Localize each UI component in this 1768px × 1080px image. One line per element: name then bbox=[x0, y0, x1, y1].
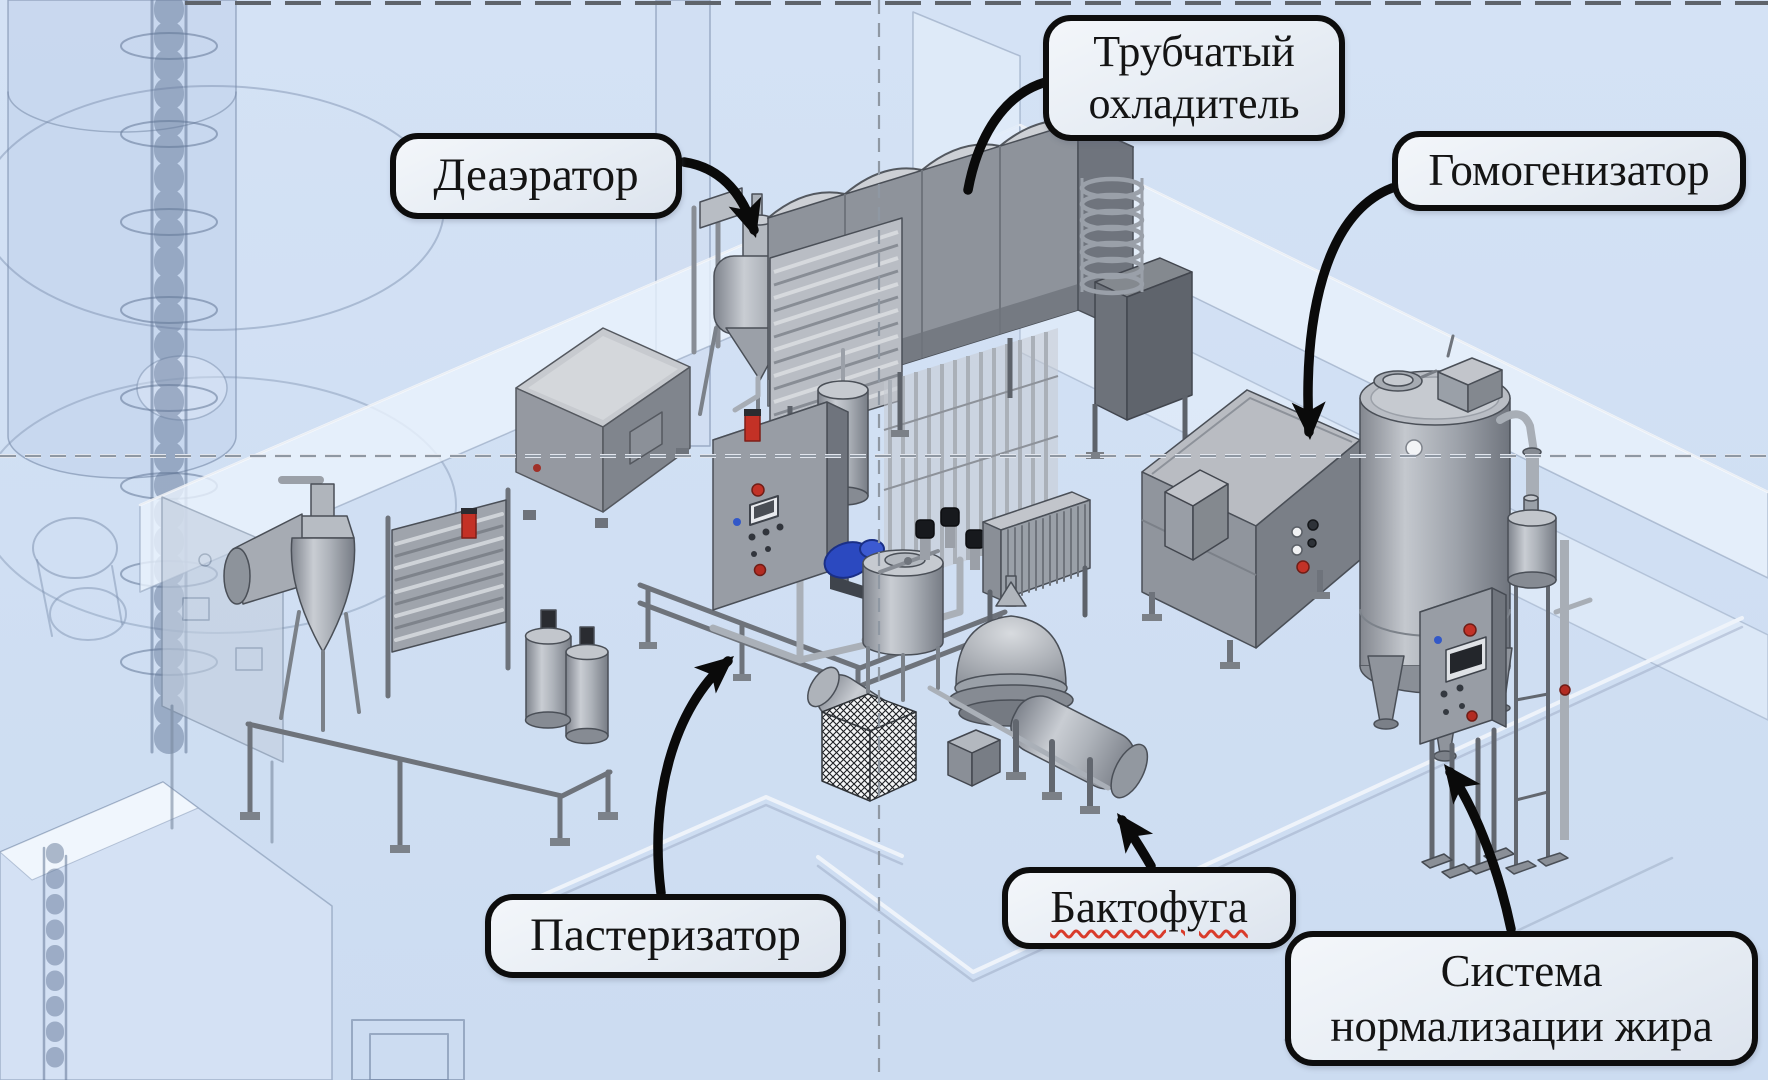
cyclone-vessel bbox=[223, 476, 361, 732]
callout-pasteurizer-text: Пастеризатор bbox=[530, 909, 801, 962]
ghost-wall-bottom-left bbox=[0, 781, 333, 1080]
callout-tubular-cooler-line2: охладитель bbox=[1088, 79, 1300, 128]
callout-homogenizer: Гомогенизатор bbox=[1392, 131, 1746, 211]
callout-bactofuge: Бактофуга bbox=[1002, 867, 1296, 949]
arrow-to-deaerator bbox=[679, 157, 762, 238]
callout-fat-normalization-line2: нормализации жира bbox=[1330, 1000, 1713, 1051]
arrow-to-tubular-cooler bbox=[963, 77, 1051, 195]
arrow-to-pasteurizer bbox=[653, 656, 734, 898]
fat-normalization-system bbox=[1359, 334, 1593, 879]
arrow-to-fat-normalization bbox=[1444, 764, 1516, 934]
callout-tubular-cooler-text: Трубчатый охладитель bbox=[1088, 26, 1299, 130]
homogenizer-buttons bbox=[1291, 519, 1319, 574]
skid-balance-tank bbox=[862, 549, 944, 702]
homogenizer-motor-block bbox=[1164, 469, 1229, 561]
tank-top-box bbox=[1437, 357, 1503, 413]
aux-skid-frame bbox=[240, 721, 618, 853]
callout-tubular-cooler-line1: Трубчатый bbox=[1093, 27, 1295, 77]
bactofuge-separator bbox=[927, 575, 1149, 814]
callout-fat-normalization-line1: Система bbox=[1440, 945, 1603, 996]
callout-deaerator-text: Деаэратор bbox=[433, 149, 639, 202]
homogenizer-feet bbox=[1142, 570, 1330, 669]
callout-fat-normalization: Система нормализации жира bbox=[1285, 931, 1758, 1066]
plate-heat-exchanger bbox=[982, 491, 1091, 643]
auxiliary-process-unit bbox=[161, 476, 618, 853]
callout-bactofuge-text: Бактофуга bbox=[1050, 882, 1248, 933]
cooler-coil bbox=[1079, 176, 1145, 296]
arrow-to-homogenizer bbox=[1291, 183, 1397, 440]
callout-fat-normalization-text: Система нормализации жира bbox=[1330, 944, 1712, 1054]
callout-arrows bbox=[653, 77, 1516, 934]
pallet-crate bbox=[821, 693, 917, 802]
cooler-tube-bank bbox=[769, 217, 903, 441]
red-beacon-indicator bbox=[461, 512, 477, 539]
arrow-to-bactofuge bbox=[1117, 813, 1156, 871]
ghost-wall-right-edge bbox=[1018, 123, 1768, 494]
red-beacon-indicator bbox=[744, 413, 761, 442]
column-vessel bbox=[1505, 494, 1593, 875]
callout-deaerator: Деаэратор bbox=[390, 133, 682, 219]
pasteurizer-skid bbox=[637, 348, 1091, 802]
tubular-cooler-unit bbox=[767, 119, 1194, 586]
small-agitated-tanks bbox=[524, 609, 609, 745]
coil-heat-exchanger bbox=[385, 487, 511, 699]
gray-cabinet-unit bbox=[515, 327, 691, 528]
callout-tubular-cooler: Трубчатый охладитель bbox=[1043, 15, 1345, 141]
ghost-door-frame bbox=[351, 1019, 465, 1080]
normalization-control-cabinet bbox=[1419, 587, 1515, 879]
skid-control-panel bbox=[712, 401, 849, 611]
callout-homogenizer-text: Гомогенизатор bbox=[1428, 145, 1710, 196]
callout-pasteurizer: Пастеризатор bbox=[485, 894, 846, 978]
bactofuge-motor bbox=[947, 729, 1001, 787]
